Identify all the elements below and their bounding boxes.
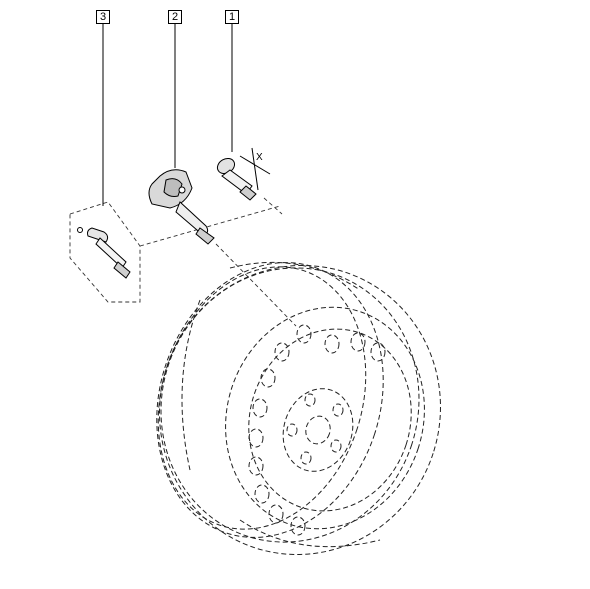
valve-stem-body <box>95 237 127 269</box>
vent-hole <box>268 504 284 524</box>
assembly-line-3 <box>139 205 281 247</box>
tpms-sensor-part-2 <box>148 169 215 245</box>
lug-hole-1 <box>304 393 316 407</box>
callout-1: 1 <box>225 10 239 24</box>
callout-2: 2 <box>168 10 182 24</box>
wheel-back-rim <box>156 262 384 538</box>
vent-hole <box>260 368 276 388</box>
wheel-disk <box>225 306 425 530</box>
rim-flange-top <box>229 261 361 291</box>
valve-stem-frame <box>69 201 141 303</box>
wheel-outer-rim-2 <box>160 267 420 543</box>
rim-flange-bottom <box>239 519 381 548</box>
valve-cap-part-1 <box>216 147 271 201</box>
assembly-line-1 <box>263 197 283 215</box>
vent-hole <box>296 324 312 344</box>
vent-hole <box>324 334 340 354</box>
dimension-label-x: X <box>256 152 263 163</box>
sensor-stem-thread <box>195 227 215 245</box>
vent-hole <box>290 516 306 536</box>
valve-stem-thread <box>113 261 131 279</box>
vent-hole <box>248 456 264 476</box>
wheel-hub <box>282 388 354 472</box>
vent-hole <box>370 342 386 362</box>
vent-hole <box>252 398 268 418</box>
wheel-outer-rim <box>159 264 441 556</box>
sensor-face <box>163 178 183 197</box>
rim-flange-left <box>181 299 201 471</box>
lug-hole-3 <box>330 439 342 453</box>
valve-stem-part-3 <box>69 201 141 303</box>
wheel-disk-inner <box>248 328 412 512</box>
valve-stem-head <box>87 227 109 243</box>
cap-thread <box>239 185 257 201</box>
lug-hole-2 <box>332 403 344 417</box>
dimension-line-top <box>239 155 271 175</box>
lug-hole-5 <box>286 423 298 437</box>
vent-hole <box>248 428 264 448</box>
lug-hole-4 <box>300 451 312 465</box>
sensor-nut <box>178 186 186 194</box>
steel-wheel <box>156 261 441 556</box>
dimension-line-x <box>251 147 259 191</box>
vent-hole <box>254 484 270 504</box>
vent-holes <box>248 324 386 536</box>
valve-stem-core <box>77 227 83 233</box>
leader-lines <box>102 24 233 206</box>
wheel-center-bore <box>305 415 331 445</box>
callout-3: 3 <box>96 10 110 24</box>
wheel-back-rim-2 <box>157 266 367 530</box>
assembly-line-sensor-to-wheel <box>215 243 297 327</box>
vent-hole <box>350 332 366 352</box>
vent-hole <box>274 342 290 362</box>
